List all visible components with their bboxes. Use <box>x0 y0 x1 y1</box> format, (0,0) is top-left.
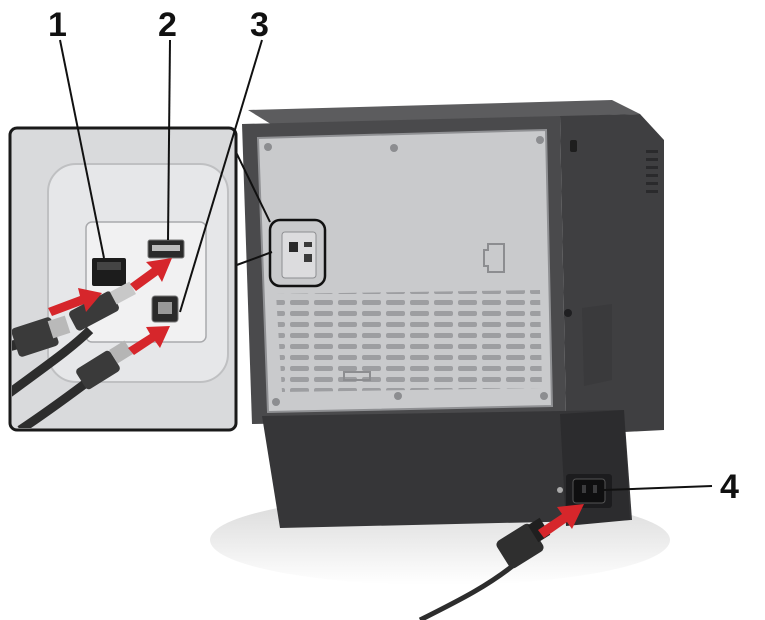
side-recess <box>582 304 612 386</box>
leader-lines <box>59 39 713 491</box>
panel-bracket-bottom <box>343 371 371 381</box>
power-led <box>557 487 563 493</box>
zoom-line-bottom <box>233 251 273 267</box>
leader-4 <box>603 485 713 491</box>
arrow-usb-icon <box>130 258 172 291</box>
inset-closeup <box>8 126 238 432</box>
usb-printer-port-tongue <box>158 302 172 314</box>
usb-port-tongue <box>152 245 180 251</box>
printer-base <box>262 410 632 528</box>
leader-2 <box>167 39 171 241</box>
callout-4: 4 <box>720 468 739 506</box>
port-block-ethernet <box>289 242 298 252</box>
arrow-power-icon <box>538 504 584 538</box>
side-vents <box>646 150 658 193</box>
socket-pin <box>582 485 586 493</box>
arrow-usb-printer-icon <box>128 326 170 355</box>
panel-vents <box>276 290 542 392</box>
socket-pin <box>593 485 597 493</box>
panel-screws <box>264 136 548 406</box>
arrow-ethernet-icon <box>48 288 102 316</box>
callout-3: 3 <box>250 6 269 44</box>
printer-top <box>248 100 640 126</box>
zoom-line-top <box>233 147 271 223</box>
callout-1: 1 <box>48 6 67 44</box>
power-cord-socket <box>572 478 606 504</box>
ethernet-port-contacts <box>97 262 121 270</box>
side-screw <box>564 309 572 317</box>
side-slot <box>570 140 577 152</box>
callout-2: 2 <box>158 6 177 44</box>
usb-a-cable <box>12 281 136 404</box>
printer-side <box>560 114 664 432</box>
port-block-usb-b <box>304 254 312 262</box>
usb-b-cable <box>17 340 133 428</box>
port-block-usb <box>304 242 312 247</box>
leader-3 <box>179 39 263 313</box>
ethernet-cable <box>12 315 71 357</box>
printer <box>242 100 664 528</box>
panel-bracket <box>483 243 505 273</box>
leader-1 <box>59 39 105 259</box>
